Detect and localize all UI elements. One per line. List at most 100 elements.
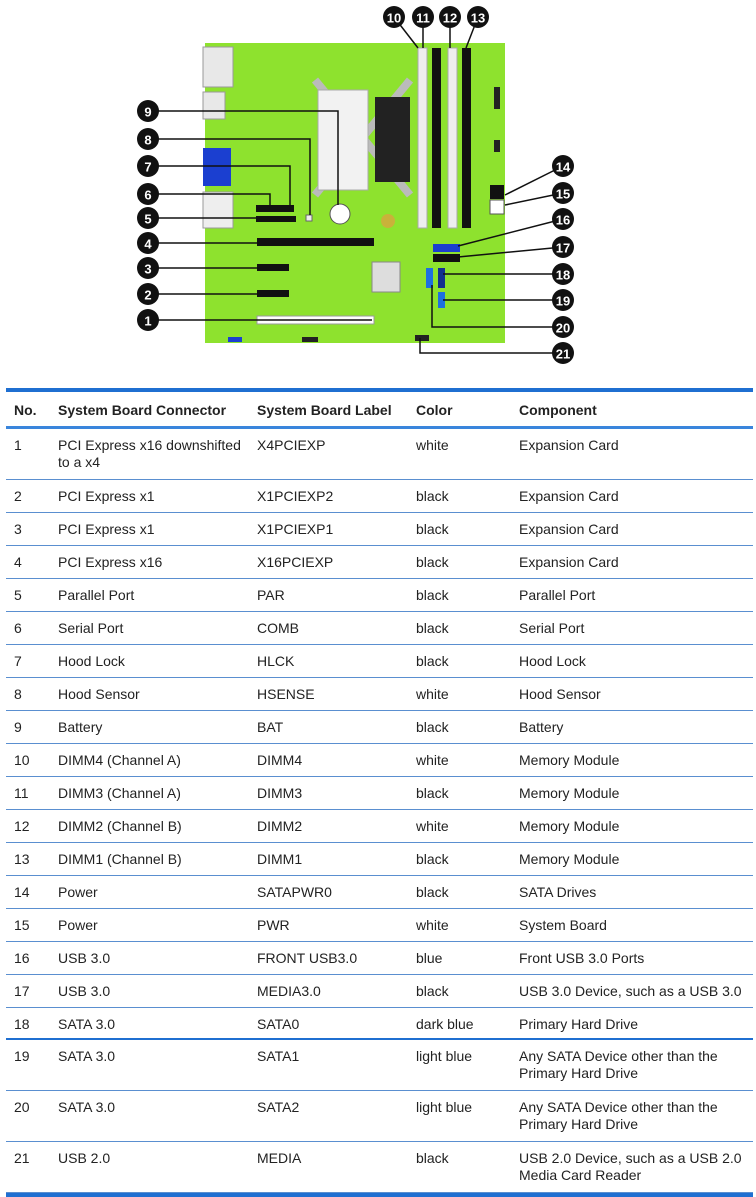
cell-connector: DIMM1 (Channel B) [58, 851, 182, 867]
cell-no: 6 [14, 620, 22, 636]
cell-component: Front USB 3.0 Ports [519, 950, 645, 966]
callout-number: 1 [144, 314, 151, 329]
cell-no: 8 [14, 686, 22, 702]
cell-no: 13 [14, 851, 30, 867]
cell-label: SATA0 [257, 1016, 300, 1032]
cell-component: Memory Module [519, 752, 620, 768]
cell-component: Expansion Card [519, 554, 619, 570]
cell-connector: USB 3.0 [58, 983, 111, 999]
cell-connector: PCI Express x16 [58, 554, 163, 570]
cell-no: 14 [14, 884, 30, 900]
cell-connector: USB 3.0 [58, 950, 111, 966]
cell-label: MEDIA3.0 [257, 983, 321, 999]
header-label: System Board Label [257, 402, 392, 418]
cell-connector: DIMM4 (Channel A) [58, 752, 181, 768]
callout-number: 10 [387, 11, 401, 26]
rear-io-audio [202, 191, 234, 229]
callout-number: 8 [144, 133, 151, 148]
pcie-x16-slot [257, 238, 374, 246]
cell-connector: SATA 3.0 [58, 1016, 116, 1032]
table-header: No. System Board Connector System Board … [6, 392, 753, 429]
callout-20: 20 [552, 316, 574, 338]
callout-18: 18 [552, 263, 574, 285]
cell-color: light blue [416, 1048, 473, 1064]
cell-color: white [416, 917, 449, 933]
cell-color: black [416, 653, 449, 669]
cell-color: black [416, 851, 449, 867]
cell-component: Expansion Card [519, 488, 619, 504]
callout-9: 9 [137, 100, 159, 122]
cell-color: black [416, 1150, 449, 1166]
cell-component: Parallel Port [519, 587, 596, 603]
cell-connector: Power [58, 884, 98, 900]
cell-color: white [416, 686, 449, 702]
cell-no: 10 [14, 752, 30, 768]
cell-label: HLCK [257, 653, 295, 669]
cell-component: Serial Port [519, 620, 585, 636]
cell-no: 18 [14, 1016, 30, 1032]
rear-io-usb [202, 46, 234, 88]
cell-color: white [416, 752, 449, 768]
cell-label: MEDIA [257, 1150, 302, 1166]
callout-17: 17 [552, 236, 574, 258]
cell-label: PWR [257, 917, 290, 933]
callout-10: 10 [383, 6, 405, 28]
cell-connector: DIMM3 (Channel A) [58, 785, 181, 801]
dimm3-slot [432, 48, 441, 228]
cell-component: Any SATA Device other than the Primary H… [519, 1099, 718, 1132]
callout-number: 9 [144, 105, 151, 120]
cell-label: X16PCIEXP [257, 554, 334, 570]
callout-number: 2 [144, 288, 151, 303]
cell-component: Any SATA Device other than the Primary H… [519, 1048, 718, 1081]
callout-14: 14 [552, 155, 574, 177]
cell-connector: DIMM2 (Channel B) [58, 818, 182, 834]
cell-no: 12 [14, 818, 30, 834]
callout-number: 4 [144, 237, 152, 252]
cell-connector: PCI Express x1 [58, 521, 155, 537]
cell-connector: USB 2.0 [58, 1150, 111, 1166]
header-color: Color [416, 402, 453, 418]
vga-port [203, 148, 231, 186]
callout-number: 7 [144, 160, 151, 175]
dimm2-slot [447, 47, 458, 229]
callout-number: 5 [144, 212, 151, 227]
cell-component: SATA Drives [519, 884, 597, 900]
cell-component: Hood Sensor [519, 686, 601, 702]
cell-label: DIMM4 [257, 752, 303, 768]
cell-no: 1 [14, 437, 22, 453]
callout-4: 4 [137, 232, 159, 254]
table-bottom-rule [6, 1193, 753, 1197]
cell-connector: PCI Express x1 [58, 488, 155, 504]
cell-color: black [416, 719, 449, 735]
cell-connector: Parallel Port [58, 587, 135, 603]
callout-19: 19 [552, 289, 574, 311]
cell-color: black [416, 983, 449, 999]
cell-label: X1PCIEXP1 [257, 521, 334, 537]
cell-label: COMB [257, 620, 299, 636]
callout-16: 16 [552, 208, 574, 230]
cell-component: Hood Lock [519, 653, 586, 669]
cell-no: 20 [14, 1099, 30, 1115]
callout-number: 20 [556, 321, 570, 336]
cell-connector: Hood Lock [58, 653, 125, 669]
table-top-rule [6, 388, 753, 392]
connector-table: No. System Board Connector System Board … [6, 388, 753, 1197]
cell-color: black [416, 785, 449, 801]
callout-number: 11 [416, 11, 430, 26]
cell-connector: Power [58, 917, 98, 933]
cell-component: Expansion Card [519, 437, 619, 453]
callout-15: 15 [552, 182, 574, 204]
table-row: 10 DIMM4 (Channel A) DIMM4 white Memory Modu… [6, 744, 753, 777]
cell-no: 17 [14, 983, 30, 999]
cell-label: X1PCIEXP2 [257, 488, 334, 504]
